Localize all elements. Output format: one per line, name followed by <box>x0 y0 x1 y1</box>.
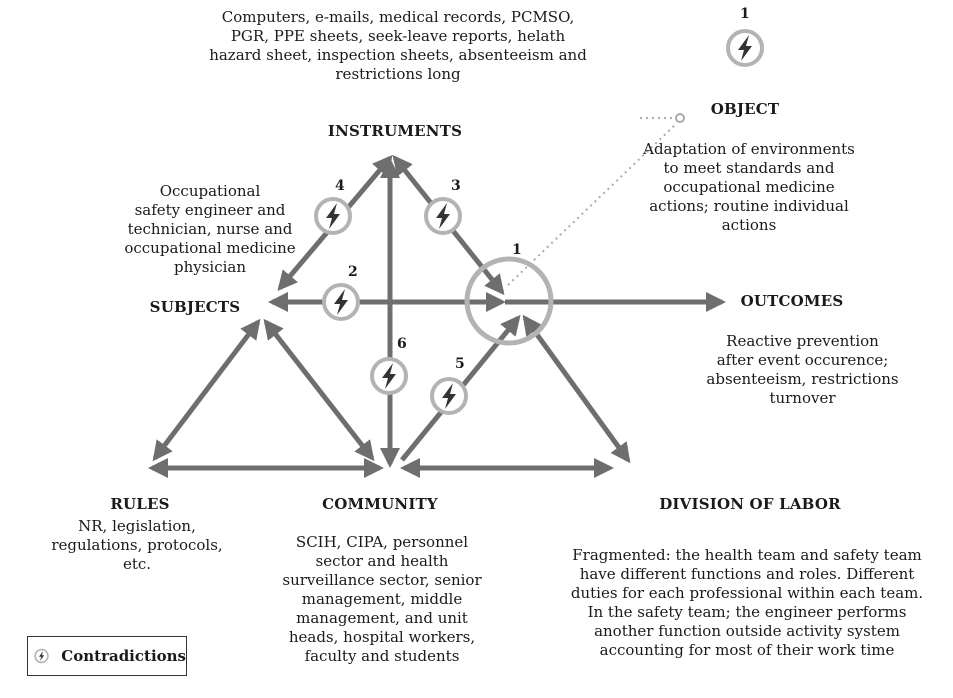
outcomes-description: Reactive prevention after event occurenc… <box>706 332 899 407</box>
community-description: SCIH, CIPA, personnel sector and health … <box>282 533 482 665</box>
contradiction-label-6: 6 <box>397 336 407 352</box>
outcomes-title: OUTCOMES <box>740 292 844 310</box>
legend: Contradictions <box>27 636 187 676</box>
legend-label: Contradictions <box>61 647 186 665</box>
arrow-subjects-community <box>263 318 375 462</box>
division-of-labor-description: Fragmented: the health team and safety t… <box>570 546 924 659</box>
community-title: COMMUNITY <box>322 495 438 513</box>
lightning-circle-icon <box>424 197 462 235</box>
subjects-title: SUBJECTS <box>149 298 241 316</box>
rules-description: NR, legislation, regulations, protocols,… <box>51 517 223 573</box>
leader-end-dot <box>675 113 685 123</box>
object-contradiction-ring <box>464 256 554 346</box>
rules-title: RULES <box>110 495 170 513</box>
instruments-description: Computers, e-mails, medical records, PCM… <box>209 8 587 83</box>
contradiction-label-3: 3 <box>451 178 461 194</box>
arrow-rules-subjects <box>152 318 261 462</box>
lightning-circle-icon <box>430 377 468 415</box>
dotted-leader <box>507 123 677 286</box>
lightning-circle-icon <box>322 283 360 321</box>
contradiction-label-2: 2 <box>348 264 358 280</box>
lightning-circle-icon <box>370 357 408 395</box>
object-title: OBJECT <box>710 100 780 118</box>
lightning-circle-icon <box>314 197 352 235</box>
contradiction-label-object: 1 <box>740 6 750 22</box>
contradiction-label-4: 4 <box>335 178 345 194</box>
arrow-object-division <box>522 314 631 464</box>
contradiction-label-1: 1 <box>512 242 522 258</box>
lightning-circle-icon <box>726 29 764 67</box>
instruments-title: INSTRUMENTS <box>327 122 463 140</box>
division-of-labor-title: DIVISION OF LABOR <box>659 495 841 513</box>
contradiction-label-5: 5 <box>455 356 465 372</box>
object-description: Adaptation of environments to meet stand… <box>643 140 855 234</box>
lightning-circle-icon <box>34 648 49 664</box>
subjects-description: Occupational safety engineer and technic… <box>124 182 296 276</box>
